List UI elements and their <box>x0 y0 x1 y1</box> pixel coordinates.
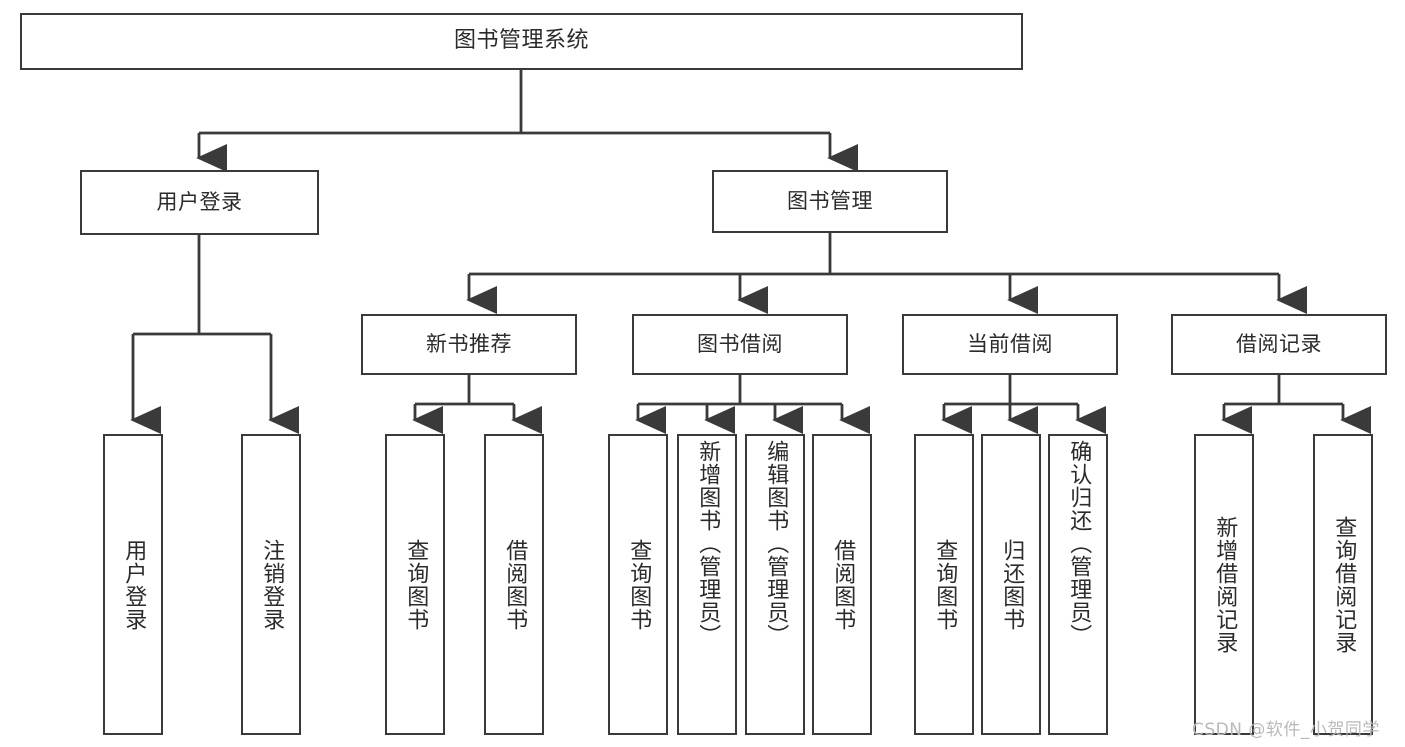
node-book-manage[interactable]: 图书管理 <box>712 170 948 233</box>
leaf-logout[interactable]: 注销登录 <box>241 434 301 735</box>
leaf-query-book-current[interactable]: 查询图书 <box>914 434 974 735</box>
node-label: 新增图书（管理员） <box>695 440 721 647</box>
csdn-watermark: CSDN @软件_小贺同学 <box>1192 720 1380 740</box>
node-label: 图书借阅 <box>697 331 783 356</box>
node-borrow-record[interactable]: 借阅记录 <box>1171 314 1387 375</box>
node-label: 归还图书 <box>999 538 1025 631</box>
node-user-login[interactable]: 用户登录 <box>80 170 319 235</box>
node-label: 借阅图书 <box>830 538 856 631</box>
leaf-query-book-borrow[interactable]: 查询图书 <box>608 434 668 735</box>
node-label: 图书管理系统 <box>453 28 589 54</box>
leaf-borrow-book[interactable]: 借阅图书 <box>812 434 872 735</box>
leaf-add-borrow-record[interactable]: 新增借阅记录 <box>1194 434 1254 735</box>
node-label: 新书推荐 <box>426 331 512 356</box>
node-label: 确认归还（管理员） <box>1066 440 1092 647</box>
node-label: 用户登录 <box>156 189 243 214</box>
node-label: 新增借阅记录 <box>1212 515 1238 654</box>
node-label: 当前借阅 <box>967 331 1053 356</box>
node-label: 查询图书 <box>403 538 429 631</box>
node-label: 查询借阅记录 <box>1331 515 1357 654</box>
leaf-return-book[interactable]: 归还图书 <box>981 434 1041 735</box>
node-current-borrow[interactable]: 当前借阅 <box>902 314 1118 375</box>
leaf-add-book[interactable]: 新增图书（管理员） <box>677 434 737 735</box>
node-label: 注销登录 <box>259 538 285 631</box>
leaf-query-borrow-record[interactable]: 查询借阅记录 <box>1313 434 1373 735</box>
node-root-system[interactable]: 图书管理系统 <box>20 13 1023 70</box>
node-label: 编辑图书（管理员） <box>763 440 789 647</box>
node-label: 借阅图书 <box>502 538 528 631</box>
node-new-book-recommend[interactable]: 新书推荐 <box>361 314 577 375</box>
node-book-borrow[interactable]: 图书借阅 <box>632 314 848 375</box>
node-label: 图书管理 <box>787 188 873 213</box>
leaf-borrow-book-recommend[interactable]: 借阅图书 <box>484 434 544 735</box>
leaf-user-login[interactable]: 用户登录 <box>103 434 163 735</box>
node-label: 借阅记录 <box>1236 331 1322 356</box>
node-label: 用户登录 <box>121 538 147 631</box>
node-label: 查询图书 <box>626 538 652 631</box>
node-label: 查询图书 <box>932 538 958 631</box>
leaf-query-book-recommend[interactable]: 查询图书 <box>385 434 445 735</box>
leaf-edit-book[interactable]: 编辑图书（管理员） <box>745 434 805 735</box>
leaf-confirm-return[interactable]: 确认归还（管理员） <box>1048 434 1108 735</box>
